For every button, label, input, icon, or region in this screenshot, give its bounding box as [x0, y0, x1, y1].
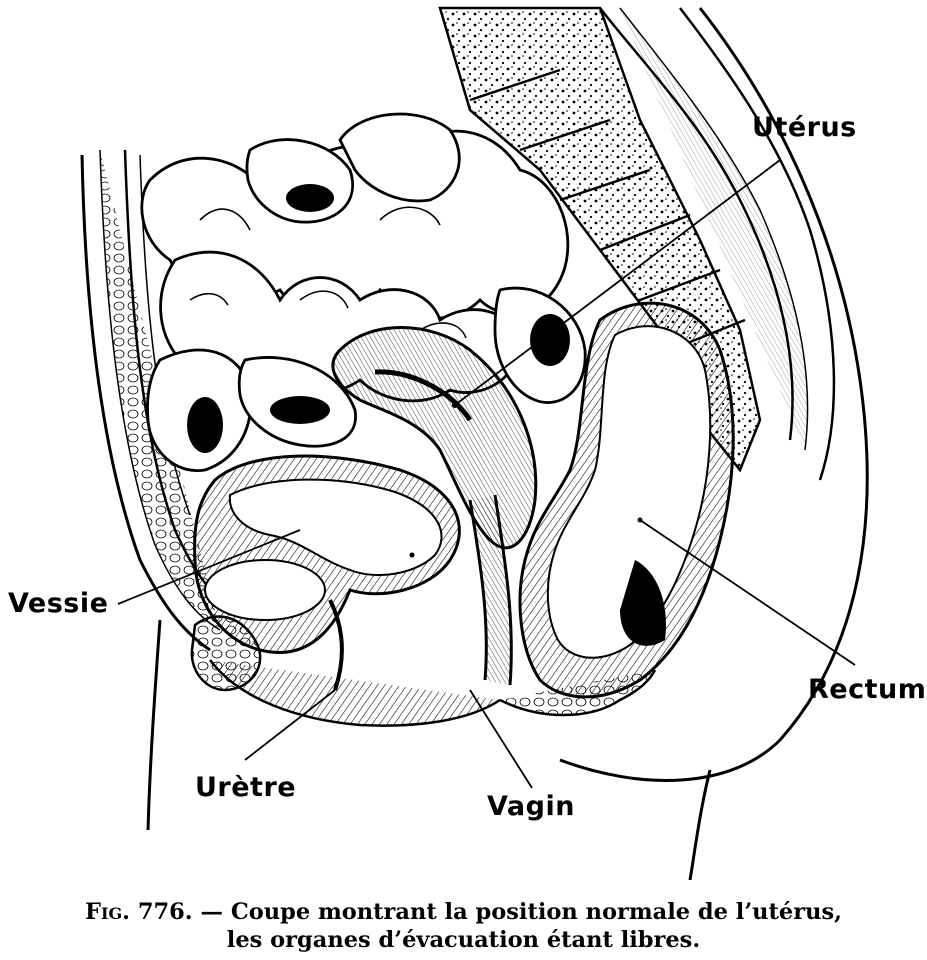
posterior-body-outline	[559, 7, 869, 782]
label-vessie: Vessie	[8, 588, 109, 619]
pubic-symphysis	[190, 615, 501, 727]
leader-line-vessie	[117, 529, 301, 605]
bowel-lumens	[187, 184, 570, 453]
rectum	[518, 301, 735, 699]
label-uretre: Urètre	[195, 772, 297, 803]
leader-lines	[117, 159, 856, 789]
label-vagin: Vagin	[487, 791, 575, 822]
caption-line-2: les organes d’évacuation étant libres.	[226, 927, 701, 953]
figure-number: Fig. 776.	[85, 899, 193, 925]
caption-line-1: Fig. 776. — Coupe montrant la position n…	[0, 898, 927, 926]
label-rectum: Rectum	[808, 674, 927, 705]
leader-line-uretre	[244, 689, 336, 761]
label-uterus: Utérus	[752, 112, 857, 143]
leader-line-uterus	[454, 159, 781, 406]
anatomical-section-illustration	[80, 6, 869, 880]
leader-line-rectum	[639, 519, 856, 666]
bowel-folds	[189, 206, 467, 339]
caption-dash: —	[192, 899, 231, 925]
urethra	[328, 599, 344, 691]
perineum	[499, 669, 657, 717]
buttock-fold	[688, 769, 712, 880]
vaginal-wall-fill	[470, 495, 512, 685]
figure-caption: Fig. 776. — Coupe montrant la position n…	[0, 898, 927, 954]
caption-text-1: Coupe montrant la position normale de l’…	[230, 899, 842, 925]
pubic-skin-line	[146, 619, 162, 831]
bladder	[193, 454, 461, 654]
leader-line-vagin	[469, 689, 533, 789]
